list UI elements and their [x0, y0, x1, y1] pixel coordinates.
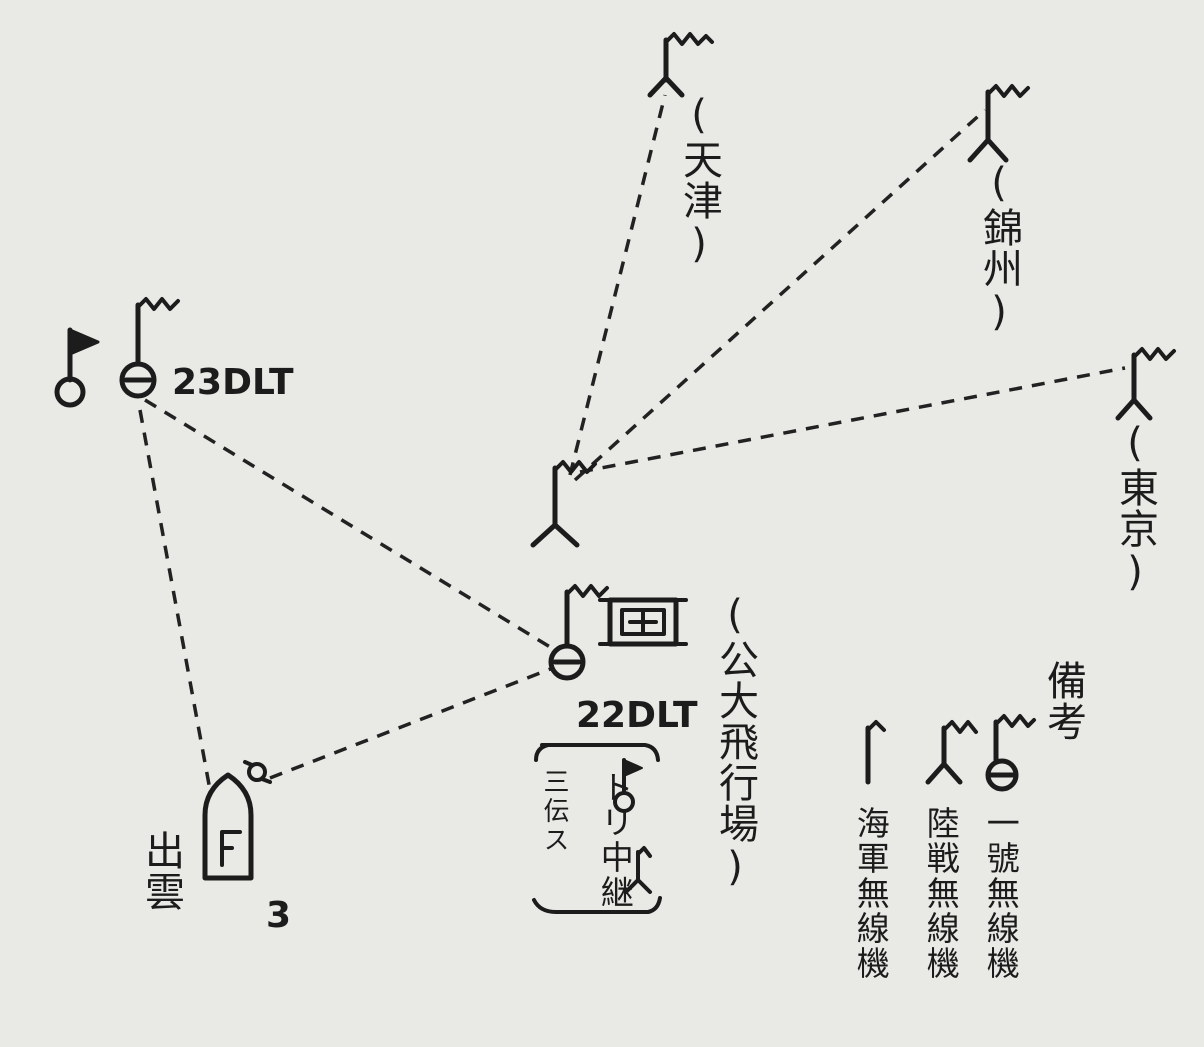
legend-item-navy: 海軍無線機 — [851, 806, 891, 981]
station-23dlt-label: 23DLT — [172, 362, 294, 403]
relay-antenna-icon — [624, 846, 652, 894]
link-izumo-22dlt — [269, 666, 554, 780]
legend-army-radio-icon — [925, 720, 978, 785]
tianjin-label: (天津) — [676, 92, 722, 268]
legend-navy-radio-icon — [865, 720, 886, 785]
izumo-number-label: 3 — [266, 895, 292, 936]
tokyo-station-icon — [1115, 347, 1176, 421]
tokyo-label: (東京) — [1112, 420, 1158, 596]
station-22dlt-icon — [548, 584, 609, 681]
legend-item-army: 陸戦無線機 — [921, 806, 961, 981]
link-23dlt-izumo — [138, 409, 212, 791]
station-22dlt-label: 22DLT — [576, 695, 698, 736]
relay-bracket — [532, 743, 662, 914]
link-center-jinzhou — [573, 108, 987, 482]
station-23dlt-icon — [119, 297, 180, 399]
jinzhou-station-icon — [967, 84, 1030, 163]
legend-no1-radio-icon — [985, 714, 1036, 792]
link-center-tianjin — [568, 94, 667, 476]
airfield-building-icon — [598, 597, 688, 647]
relay-note-left: 三伝ス — [539, 768, 569, 855]
relay-receiver-icon — [613, 758, 643, 813]
relay-note-right: トリ中継 — [595, 770, 635, 910]
ship-radio-icon — [243, 760, 272, 784]
izumo-label: 出雲 — [138, 830, 184, 912]
link-center-tokyo — [579, 366, 1126, 474]
legend-title: 備考 — [1040, 660, 1086, 742]
legend-item-no1: 一號無線機 — [981, 806, 1021, 981]
links — [138, 94, 1126, 791]
izumo-ship-icon — [202, 772, 254, 881]
receiver-flag-icon — [54, 327, 100, 408]
tianjin-station-icon — [647, 32, 714, 98]
center-station-icon — [530, 460, 597, 548]
jinzhou-label: (錦州) — [976, 160, 1022, 336]
airfield-label: (公大飛行場) — [712, 592, 758, 891]
link-23dlt-22dlt — [144, 398, 556, 652]
